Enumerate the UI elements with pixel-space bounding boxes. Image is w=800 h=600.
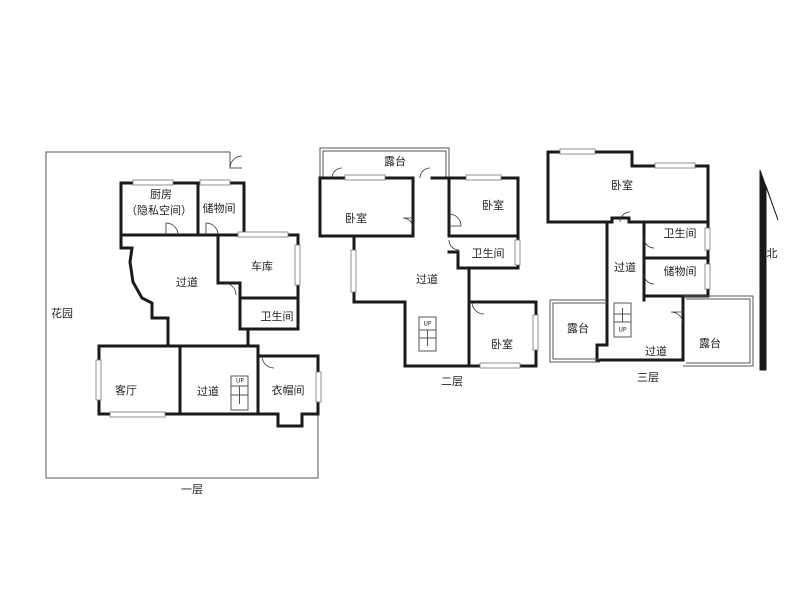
f2-hall-label: 过道 — [416, 272, 438, 286]
f1-cloakroom-walls — [256, 354, 320, 428]
f1-hall-upper-label: 过道 — [176, 275, 198, 289]
f2-bedroom-lower-label: 卧室 — [491, 337, 513, 351]
garden-boundary — [45, 151, 319, 479]
f1-garden-label: 花园 — [51, 307, 73, 320]
f2-stair: UP — [418, 316, 437, 352]
f1-hall-lower-label: 过道 — [197, 384, 219, 398]
f1-garage-label: 车库 — [251, 259, 273, 273]
north-arrow-icon — [759, 169, 779, 371]
north-arrow: 北 — [759, 169, 779, 371]
floor-3-plan: UP 卧室 卫生间 过道 储物间 露台 过道 露台 三层 — [546, 148, 754, 384]
f3-terrace-right-label: 露台 — [699, 336, 721, 350]
f2-stair-up-label: UP — [423, 321, 431, 328]
f1-lower-corridor-walls — [178, 344, 260, 416]
f3-hall-upper-label: 过道 — [614, 260, 636, 274]
f1-cloakroom-label: 衣帽间 — [272, 383, 305, 397]
f3-hall-lower-label: 过道 — [645, 344, 667, 358]
f3-bedroom-walls — [546, 150, 710, 224]
f1-bathroom-label: 卫生间 — [261, 309, 294, 323]
f3-terrace-right-outline — [683, 295, 754, 367]
f1-stair-up-label: UP — [236, 378, 244, 385]
f3-bathroom-label: 卫生间 — [664, 226, 697, 240]
f1-bathroom-walls — [238, 296, 300, 331]
f1-living-label: 客厅 — [115, 383, 137, 397]
f3-terrace-left-label: 露台 — [567, 321, 589, 335]
f3-caption: 三层 — [637, 371, 659, 384]
north-label: 北 — [767, 247, 778, 260]
f3-stair: UP — [613, 302, 632, 338]
f3-bedroom-label: 卧室 — [611, 178, 633, 192]
f1-living-walls — [97, 344, 182, 416]
f2-bedroom-lower-walls — [467, 300, 538, 368]
floor-1-plan: UP 花园 厨房 （隐私空间） 储物间 车库 过道 卫生间 客厅 过道 衣帽间 … — [45, 151, 322, 496]
floor-2-plan: UP 露台 卧室 卧室 卫生间 过道 卧室 二层 — [318, 147, 539, 388]
f3-storage-label: 储物间 — [664, 264, 697, 278]
f2-bedroom-left-walls — [318, 176, 415, 238]
f1-storage-label: 储物间 — [203, 201, 236, 215]
f2-hall-walls — [352, 234, 471, 368]
f2-terrace-outline — [319, 147, 450, 180]
f2-bathroom-label: 卫生间 — [472, 246, 505, 260]
f2-terrace-label: 露台 — [384, 154, 406, 168]
f2-caption: 二层 — [441, 375, 463, 388]
f2-bathroom-walls — [447, 234, 520, 270]
f2-bedroom-right-label: 卧室 — [482, 198, 504, 212]
f3-terrace-left-outline — [549, 299, 607, 363]
f3-hall-walls — [595, 220, 612, 362]
f3-stair-up-label: UP — [618, 327, 626, 334]
f2-bedroom-left-label: 卧室 — [345, 211, 367, 225]
f1-kitchen-note: （隐私空间） — [126, 203, 192, 217]
f1-corridor-walls — [119, 233, 170, 348]
f1-caption: 一层 — [181, 483, 203, 496]
f1-stair: UP — [230, 375, 249, 411]
f1-kitchen-label: 厨房 — [150, 188, 172, 201]
